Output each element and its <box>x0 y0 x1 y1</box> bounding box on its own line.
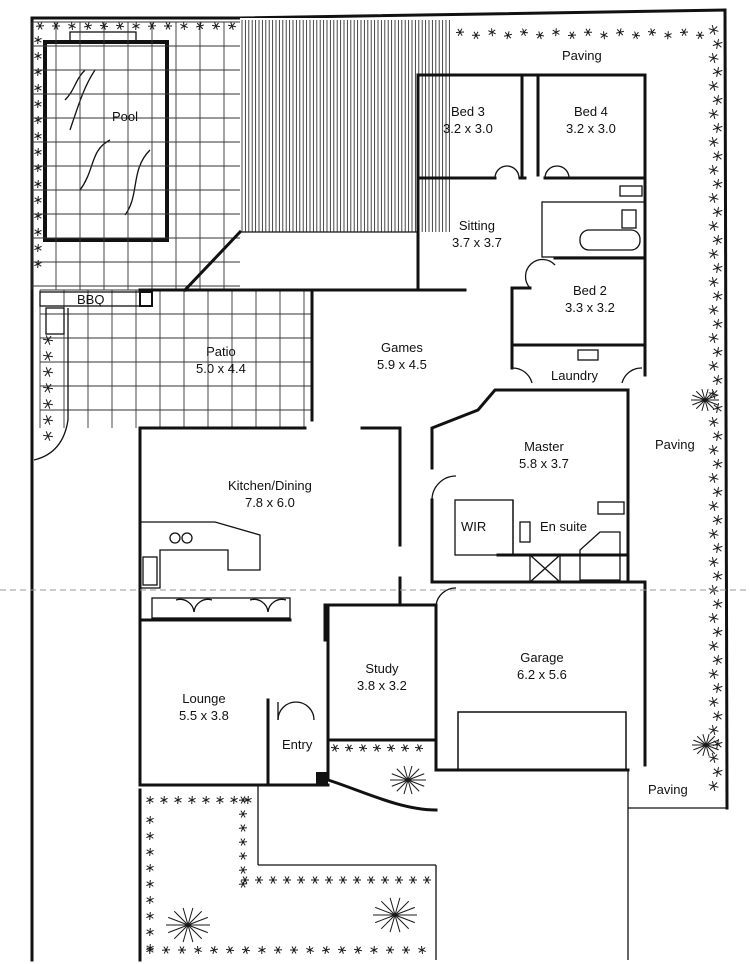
pool-paving-tiles <box>31 21 240 290</box>
room-label-paving-right: Paving <box>655 437 695 452</box>
room-label-paving-bottom: Paving <box>648 782 688 797</box>
garden-plants <box>34 21 723 955</box>
room-label-laundry: Laundry <box>551 368 598 383</box>
room-label-en-suite: En suite <box>540 519 587 534</box>
room-label-paving-top: Paving <box>562 48 602 63</box>
doors <box>169 165 643 721</box>
room-label-entry: Entry <box>282 737 313 752</box>
pool <box>43 31 169 242</box>
house-walls <box>33 73 727 960</box>
patio-tiles <box>39 289 312 428</box>
room-label-bbq: BBQ <box>77 292 105 307</box>
room-label-pool: Pool <box>112 109 139 124</box>
room-label-wir: WIR <box>461 519 487 534</box>
pergola <box>182 18 455 293</box>
